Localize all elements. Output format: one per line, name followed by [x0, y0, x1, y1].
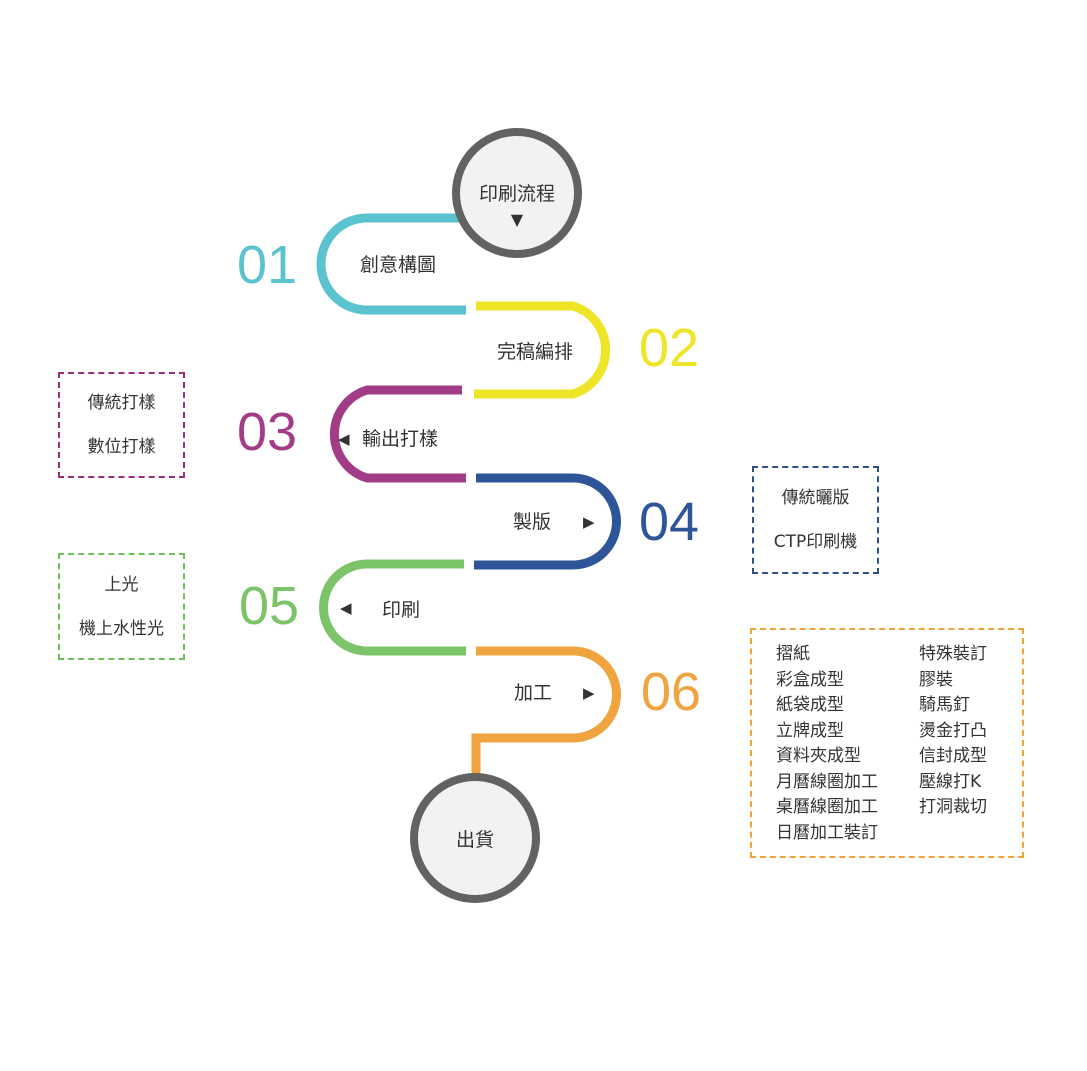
step-label-03: 輸出打樣	[362, 428, 438, 450]
end-label: 出貨	[456, 829, 494, 851]
finishing-column-2: 特殊裝訂 膠裝 騎馬釘 燙金打凸 信封成型 壓線打K 打洞裁切	[919, 642, 987, 856]
coating-options-box: 上光 機上水性光	[58, 553, 185, 660]
box-item: 數位打樣	[87, 437, 156, 457]
step-06-right-arrow-icon: ▶	[583, 684, 595, 702]
track-06	[471, 646, 621, 782]
step-number-01: 01	[237, 235, 297, 295]
finishing-column-1: 摺紙 彩盒成型 紙袋成型 立牌成型 資料夾成型 月曆線圈加工 桌曆線圈加工 日曆…	[776, 642, 878, 856]
box-item: 傳統曬版	[781, 488, 850, 508]
start-node	[452, 128, 582, 258]
box-item: CTP印刷機	[773, 532, 858, 552]
box-item: 壓線打K	[919, 771, 982, 792]
box-item: 資料夾成型	[776, 746, 861, 766]
step-03-left-arrow-icon: ◀	[338, 430, 350, 448]
step-number-06: 06	[641, 662, 701, 722]
finishing-options-box: 摺紙 彩盒成型 紙袋成型 立牌成型 資料夾成型 月曆線圈加工 桌曆線圈加工 日曆…	[750, 628, 1024, 858]
step-label-01: 創意構圖	[360, 254, 436, 276]
track-01	[316, 213, 466, 315]
box-item: 日曆加工裝訂	[776, 822, 878, 843]
box-item: 紙袋成型	[776, 695, 844, 715]
box-item: 騎馬釘	[919, 695, 970, 715]
step-label-04: 製版	[513, 511, 551, 533]
step-number-03: 03	[237, 402, 297, 462]
start-down-arrow-icon: ▼	[511, 210, 524, 229]
box-item: 打洞裁切	[919, 797, 987, 817]
box-item: 燙金打凸	[919, 720, 987, 741]
track-03	[330, 385, 466, 483]
step-05-left-arrow-icon: ◀	[340, 599, 352, 617]
box-item: 上光	[104, 574, 139, 595]
box-item: 膠裝	[919, 669, 953, 690]
track-04	[474, 473, 621, 570]
box-item: 桌曆線圈加工	[776, 797, 878, 817]
step-number-02: 02	[639, 318, 699, 378]
box-item: 彩盒成型	[776, 669, 844, 690]
end-node	[410, 773, 540, 903]
step-number-04: 04	[639, 492, 699, 552]
box-item: 摺紙	[776, 644, 810, 664]
proofing-options-box: 傳統打樣 數位打樣	[58, 372, 185, 478]
track-05	[319, 559, 466, 656]
step-label-05: 印刷	[382, 599, 420, 621]
box-item: 信封成型	[919, 746, 987, 766]
box-item: 傳統打樣	[87, 393, 156, 413]
box-item: 特殊裝訂	[919, 644, 987, 664]
step-04-right-arrow-icon: ▶	[583, 513, 595, 531]
platemaking-options-box: 傳統曬版 CTP印刷機	[752, 466, 879, 574]
box-item: 機上水性光	[79, 618, 164, 639]
step-label-06: 加工	[514, 682, 552, 704]
step-number-05: 05	[239, 576, 299, 636]
track-02	[474, 301, 610, 399]
box-item: 月曆線圈加工	[776, 771, 878, 792]
box-item: 立牌成型	[776, 720, 844, 741]
step-label-02: 完稿編排	[497, 341, 573, 363]
start-label: 印刷流程	[479, 183, 555, 205]
